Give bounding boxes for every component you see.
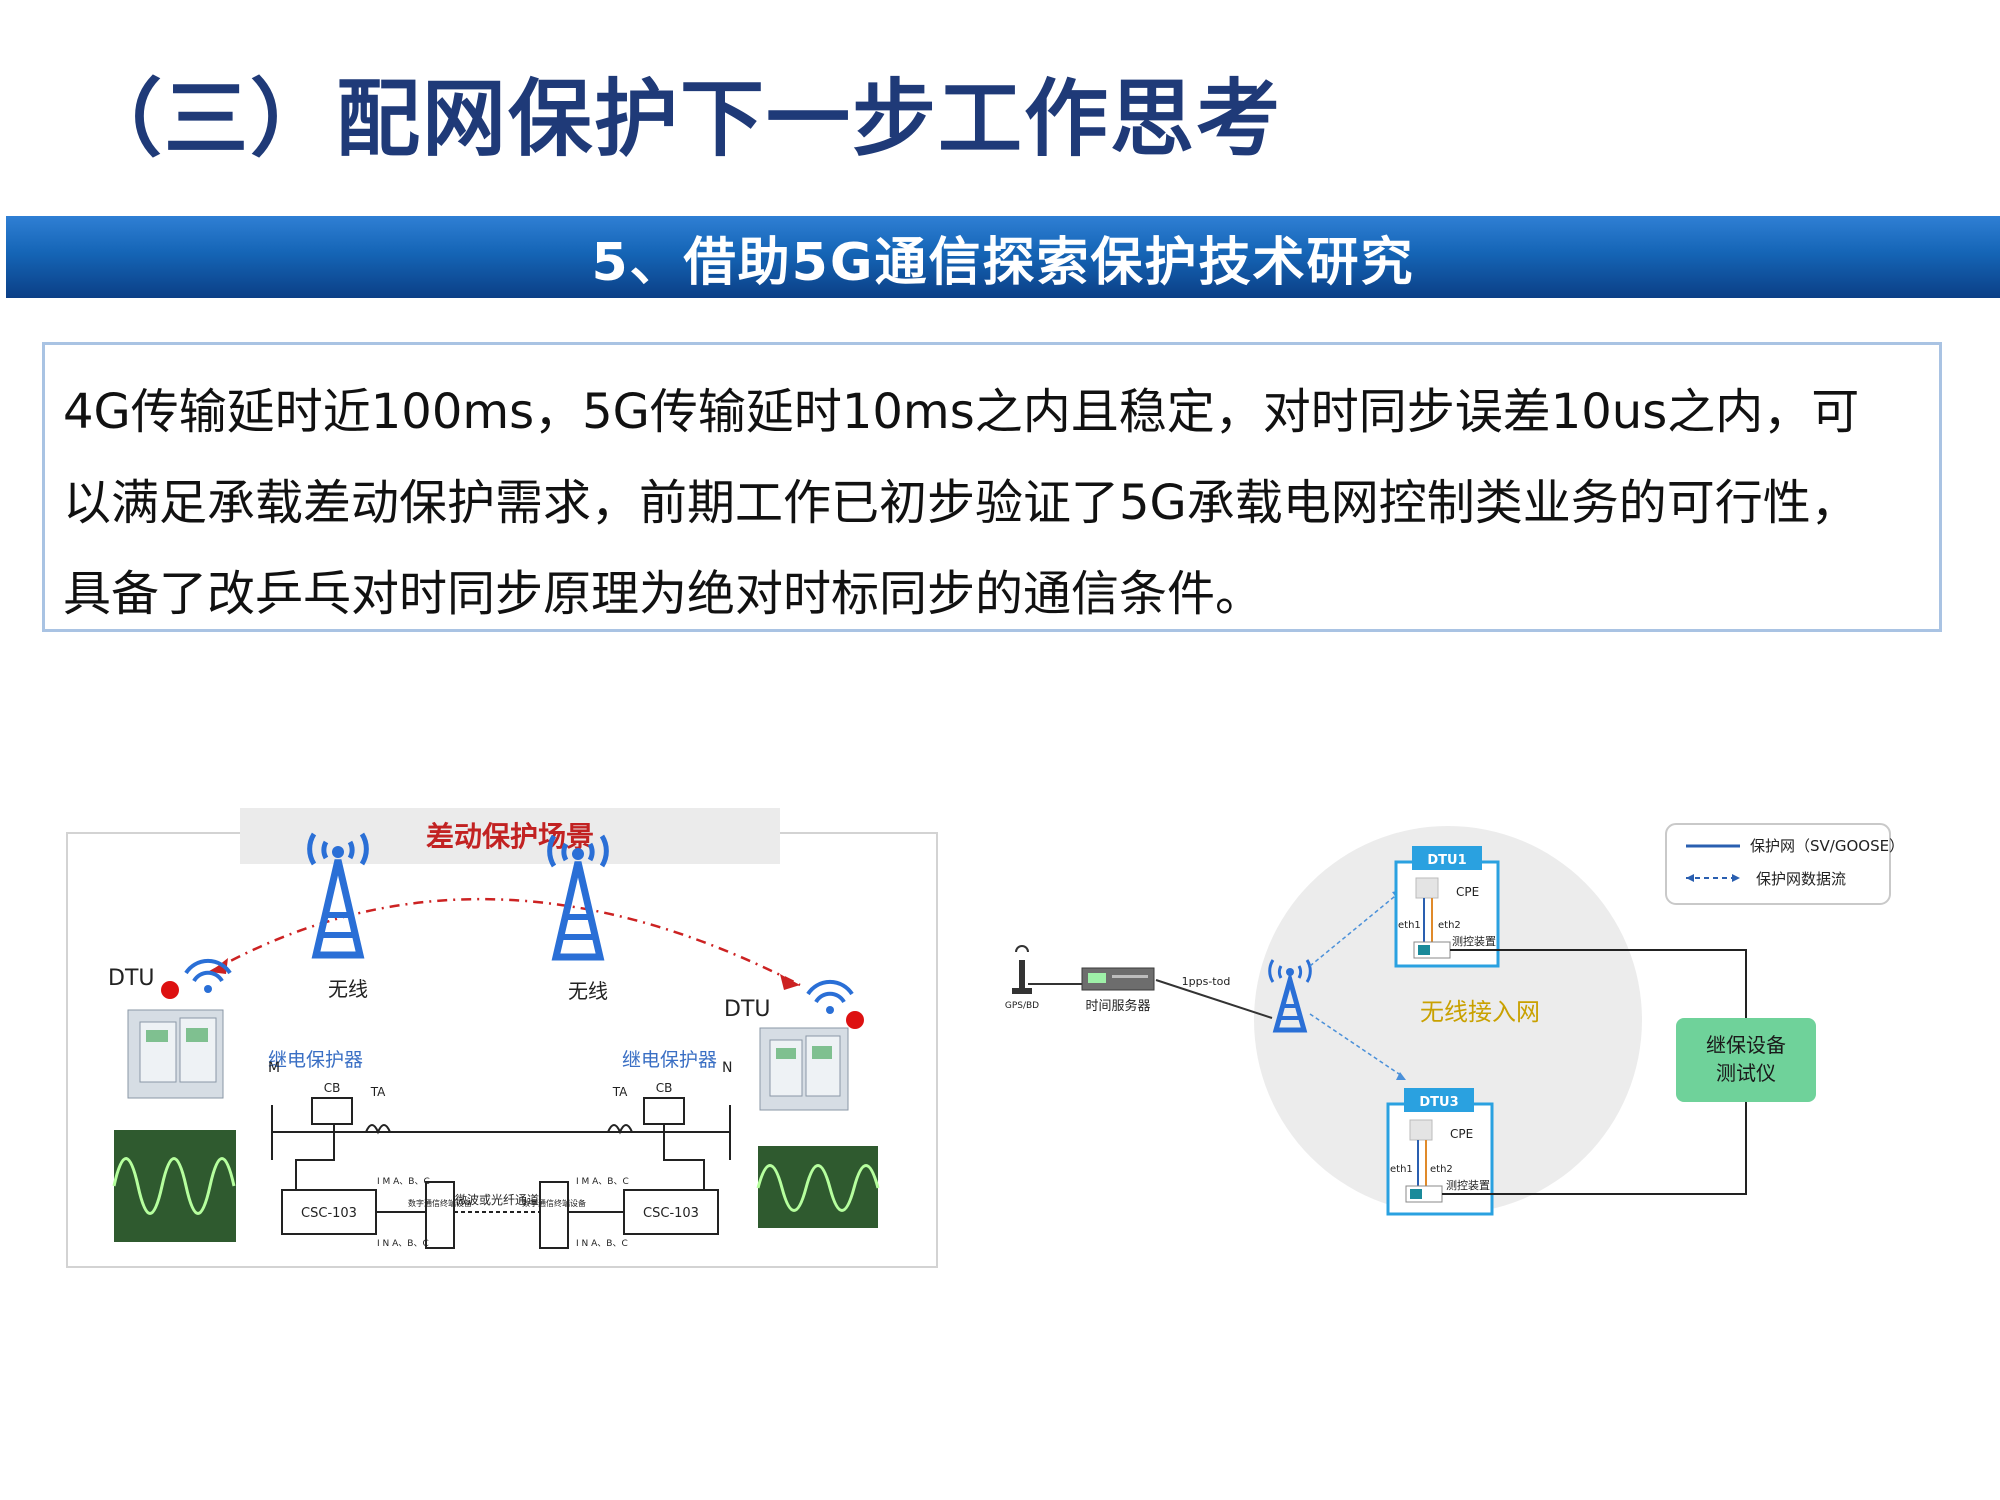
dtu1-eth2-label: eth2 [1438, 920, 1461, 931]
wireless-label-right: 无线 [568, 979, 608, 1003]
paragraph-line-3: 具备了改乒乓对时同步原理为绝对时标同步的通信条件。 [63, 566, 1264, 622]
cb-label-right: CB [656, 1081, 673, 1095]
section-banner: 5、借助5G通信探索保护技术研究 [6, 216, 2000, 298]
waveform-image-left [112, 1130, 236, 1242]
ta-label-right: TA [612, 1085, 628, 1099]
gps-label: GPS/BD [1005, 1001, 1039, 1011]
i-label-top-right: I M A、B、C [576, 1177, 629, 1187]
legend-dashed-label: 保护网数据流 [1756, 870, 1846, 888]
time-server-label: 时间服务器 [1085, 998, 1150, 1014]
comm-device-left: 数字通信终端设备 [408, 1198, 472, 1208]
i-label-bottom-left: I N A、B、C [377, 1239, 429, 1249]
legend-box [1665, 823, 1891, 905]
tester-label-line1: 继保设备 [1706, 1033, 1786, 1057]
node-n-label: N [722, 1060, 732, 1076]
wifi-icon-right [806, 979, 854, 1014]
legend-solid-label: 保护网（SV/GOOSE） [1750, 837, 1904, 855]
dtu-label-right: DTU [724, 997, 770, 1022]
tester-label-line2: 测试仪 [1716, 1061, 1776, 1085]
line-circuit [271, 1097, 731, 1249]
csc-label-right: CSC-103 [643, 1206, 699, 1221]
relay-device-image-left [127, 1009, 224, 1099]
wireless-network-label: 无线接入网 [1420, 998, 1540, 1026]
dtu3-eth2-label: eth2 [1430, 1164, 1453, 1175]
dtu3-eth1-label: eth1 [1390, 1164, 1413, 1175]
summary-textbox: 4G传输延时近100ms，5G传输延时10ms之内且稳定，对时同步误差10us之… [42, 342, 1942, 632]
base-station-icon [1268, 959, 1312, 1033]
tower-icon-right [547, 834, 609, 961]
comm-device-right: 数字通信终端设备 [522, 1198, 586, 1208]
dtu3-cpe-label: CPE [1450, 1127, 1473, 1141]
dtu-label-left: DTU [108, 966, 154, 991]
relay-device-image-right [759, 1027, 849, 1111]
relay-label-right: 继电保护器 [622, 1049, 717, 1071]
tower-icon-left [307, 832, 369, 959]
wifi-icon-left [184, 958, 232, 993]
arc-arrow-left [210, 958, 228, 974]
section-banner-text: 5、借助5G通信探索保护技术研究 [591, 232, 1415, 293]
dtu1-eth1-label: eth1 [1398, 920, 1421, 931]
dtu-status-dot-right [846, 1011, 864, 1029]
i-label-bottom-right: I N A、B、C [576, 1239, 628, 1249]
scenario-header-bg [240, 808, 780, 864]
dtu3-label: DTU3 [1419, 1095, 1458, 1110]
dtu1-cpe-label: CPE [1456, 885, 1479, 899]
page-title: （三）配网保护下一步工作思考 [78, 70, 1283, 168]
waveform-image-right [756, 1146, 880, 1228]
node-m-label: M [268, 1060, 280, 1076]
protection-tester-box [1676, 1018, 1816, 1102]
wire-dtu3-tester [1442, 1102, 1747, 1195]
link-to-dtu1 [1309, 891, 1401, 967]
dtu3-test-device-label: 测控装置 [1446, 1178, 1490, 1192]
scenario-heading: 差动保护场景 [426, 820, 594, 853]
cb-label-left: CB [324, 1081, 341, 1095]
time-server-icon [1081, 967, 1155, 991]
wireless-link-arc [209, 897, 801, 987]
i-label-top-left: I M A、B、C [377, 1177, 430, 1187]
paragraph-line-2: 以满足承载差动保护需求，前期工作已初步验证了5G承载电网控制类业务的可行性， [63, 475, 1859, 531]
dtu1-test-device-label: 测控装置 [1452, 934, 1496, 948]
antenna-icon [1012, 945, 1032, 994]
paragraph-line-1: 4G传输延时近100ms，5G传输延时10ms之内且稳定，对时同步误差10us之… [63, 384, 1860, 440]
pps-label: 1pps-tod [1182, 975, 1231, 988]
link-to-dtu3 [1309, 1013, 1403, 1077]
csc-label-left: CSC-103 [301, 1206, 357, 1221]
relay-label-left: 继电保护器 [268, 1049, 363, 1071]
dtu-status-dot-left [161, 981, 179, 999]
arc-arrow-right [780, 974, 800, 990]
wireless-network-circle [1254, 826, 1642, 1214]
channel-label: 微波或光纤通道 [455, 1193, 539, 1207]
dtu1-label: DTU1 [1427, 853, 1466, 868]
dtu1-unit [1394, 846, 1500, 968]
dtu3-unit [1386, 1088, 1494, 1216]
ta-label-left: TA [370, 1085, 386, 1099]
wireless-label-left: 无线 [328, 977, 368, 1001]
pps-line [1155, 979, 1273, 1019]
wire-dtu1-tester [1450, 949, 1747, 1018]
